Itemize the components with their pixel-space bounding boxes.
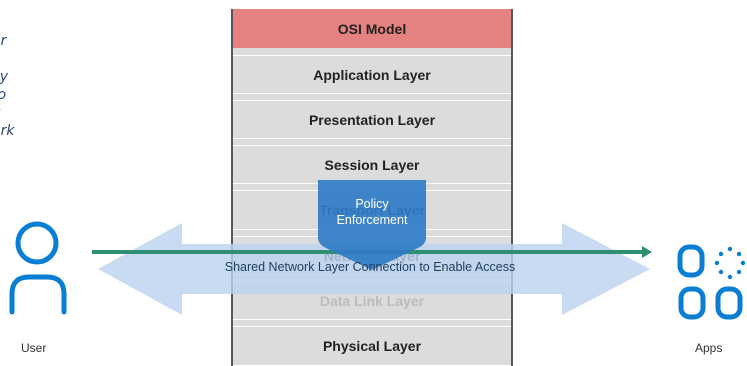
policy-enforcement-label: Policy Enforcement	[316, 196, 428, 228]
left-side-note: er cy to g ork	[0, 33, 15, 139]
policy-shield-icon	[318, 180, 426, 270]
policy-label-line2: Enforcement	[336, 213, 408, 227]
user-label: User	[21, 341, 47, 355]
osi-model-title: OSI Model	[233, 9, 511, 48]
connection-arrowhead	[642, 246, 652, 258]
presentation-layer: Presentation Layer	[233, 100, 511, 139]
apps-grid-icon	[677, 244, 743, 320]
policy-label-line1: Policy	[355, 197, 389, 211]
apps-label: Apps	[695, 341, 723, 355]
application-layer: Application Layer	[233, 55, 511, 94]
connection-label: Shared Network Layer Connection to Enabl…	[224, 260, 516, 274]
user-icon	[9, 221, 67, 315]
apps-dots-icon	[714, 246, 746, 280]
